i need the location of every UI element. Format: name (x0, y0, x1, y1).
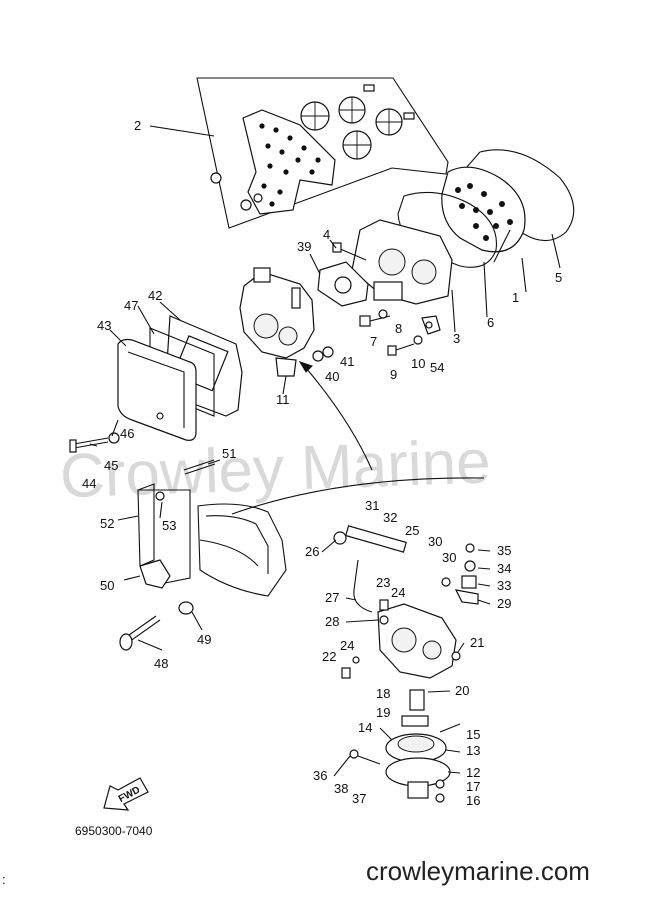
svg-text::: : (2, 872, 6, 887)
callout-2: 2 (134, 118, 141, 133)
callout-44: 44 (82, 476, 96, 491)
reed-valve-assembly (351, 149, 575, 335)
callout-9: 9 (390, 367, 397, 382)
callout-38: 38 (334, 781, 348, 796)
exploded-leaders (321, 539, 491, 777)
callout-5: 5 (555, 270, 562, 285)
callout-16: 16 (466, 793, 480, 808)
carburetor-assembly (239, 267, 315, 377)
callout-34: 34 (497, 561, 511, 576)
callout-6: 6 (487, 315, 494, 330)
callout-36: 36 (313, 768, 327, 783)
callout-37: 37 (352, 791, 366, 806)
callout-20: 20 (455, 683, 469, 698)
callout-53: 53 (162, 518, 176, 533)
callout-10: 10 (411, 356, 425, 371)
callout-14: 14 (358, 720, 372, 735)
callout-3: 3 (453, 331, 460, 346)
hull-outline (197, 503, 287, 597)
callout-4: 4 (323, 227, 330, 242)
callout-18: 18 (376, 686, 390, 701)
bracket-parts (119, 483, 194, 651)
fasteners (312, 242, 423, 362)
callout-43: 43 (97, 318, 111, 333)
callout-51: 51 (222, 446, 236, 461)
exploded-bracket (231, 477, 485, 515)
forward-arrow-icon: FWD (103, 777, 149, 811)
exploded-view-leader (305, 367, 373, 471)
callout-39: 39 (297, 239, 311, 254)
callout-19: 19 (376, 705, 390, 720)
callout-12: 12 (466, 765, 480, 780)
callout-49: 49 (197, 632, 211, 647)
callout-17: 17 (466, 779, 480, 794)
callout-11: 11 (276, 392, 290, 407)
callout-33: 33 (497, 578, 511, 593)
callout-41: 41 (340, 354, 354, 369)
callout-24a: 24 (391, 585, 405, 600)
callout-27: 27 (325, 590, 339, 605)
callout-15: 15 (466, 727, 480, 742)
callout-50: 50 (100, 578, 114, 593)
callout-29: 29 (497, 596, 511, 611)
callout-52: 52 (100, 516, 114, 531)
diagram-code: 6950300-7040 (75, 824, 153, 838)
callout-54: 54 (430, 360, 444, 375)
callout-47: 47 (124, 298, 138, 313)
callout-7: 7 (370, 334, 377, 349)
callout-21: 21 (470, 635, 484, 650)
callout-22: 22 (322, 649, 336, 664)
callout-13: 13 (466, 743, 480, 758)
callout-30a: 30 (428, 534, 442, 549)
callout-30b: 30 (442, 550, 456, 565)
callout-numbers: 2 1 5 6 3 4 39 8 7 9 10 54 41 40 11 42 4… (82, 118, 562, 808)
intake-silencer (117, 315, 243, 441)
callout-28: 28 (325, 614, 339, 629)
exploded-carburetor (333, 525, 479, 803)
site-footer: crowleymarine.com (366, 856, 590, 886)
callout-46: 46 (120, 426, 134, 441)
callout-42: 42 (148, 288, 162, 303)
watermark: Crowley Marine (59, 427, 492, 511)
callout-1: 1 (512, 290, 519, 305)
callout-leaders (89, 125, 561, 651)
callout-24b: 24 (340, 638, 354, 653)
callout-45: 45 (104, 458, 118, 473)
callout-40: 40 (325, 369, 339, 384)
reed-kit-group (196, 77, 449, 229)
callout-32: 32 (383, 510, 397, 525)
callout-35: 35 (497, 543, 511, 558)
callout-8: 8 (395, 321, 402, 336)
long-bolts (69, 432, 216, 475)
callout-31: 31 (365, 498, 379, 513)
callout-23: 23 (376, 575, 390, 590)
callout-26: 26 (305, 544, 319, 559)
callout-48: 48 (154, 656, 168, 671)
callout-25: 25 (405, 523, 419, 538)
